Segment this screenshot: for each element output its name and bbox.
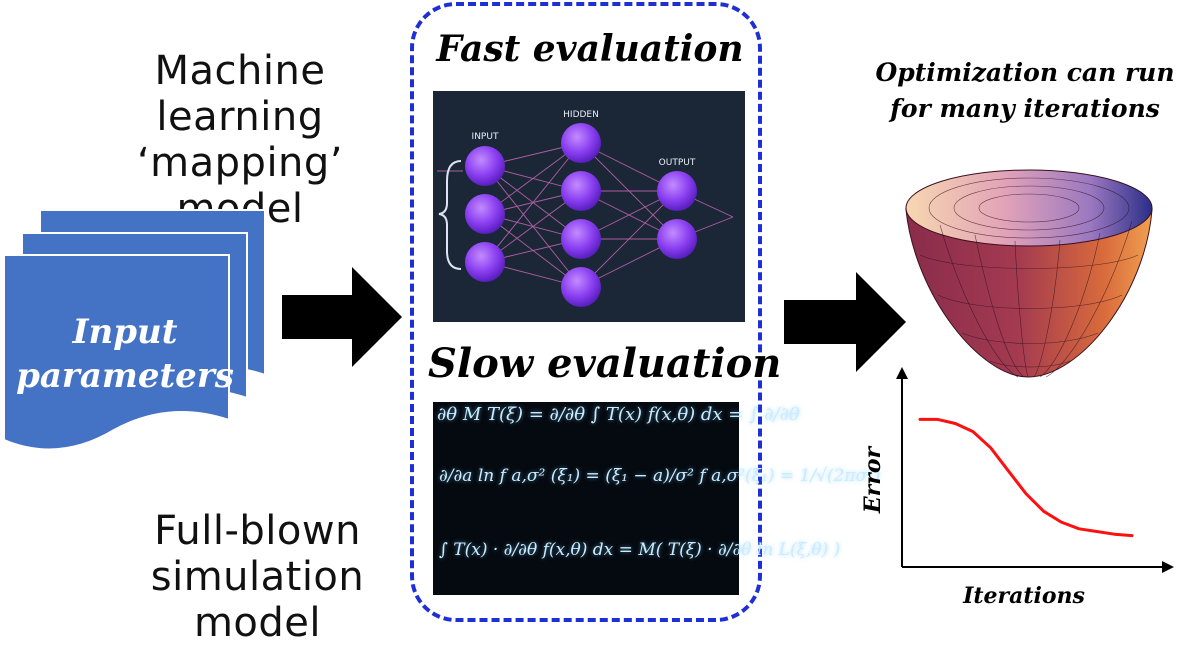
nn-output-label: OUTPUT [659, 158, 696, 168]
equation-line-1: ∂θ M T(ξ) = ∂/∂θ ∫ T(x) f(x,θ) dx = ∫ ∂/… [437, 404, 800, 425]
evaluation-group-box [410, 2, 762, 622]
arrow-right-icon [282, 267, 402, 367]
y-axis-arrow-icon [896, 367, 908, 379]
simulation-model-label: Full-blown simulation model [150, 508, 365, 646]
chart-xlabel: Iterations [962, 583, 1085, 609]
equation-line-3: ∫ T(x) · ∂/∂θ f(x,θ) dx = M( T(ξ) · ∂/∂θ… [439, 540, 841, 560]
neural-network-image: INPUT HIDDEN OUTPUT [433, 91, 745, 322]
chart-ylabel: Error [860, 445, 886, 514]
error-chart: Error Iterations [860, 367, 1174, 609]
error-curve-line [918, 417, 1134, 538]
equations-image: ∂θ M T(ξ) = ∂/∂θ ∫ T(x) f(x,θ) dx = ∫ ∂/… [433, 402, 881, 595]
ml-model-label: Machine learning ‘mapping’ model [136, 48, 344, 232]
neural-network-diagram: INPUT HIDDEN OUTPUT [437, 110, 734, 307]
input-documents-icon [3, 209, 266, 451]
nn-input-label: INPUT [472, 132, 499, 142]
equation-line-2: ∂/∂a ln f a,σ² (ξ₁) = (ξ₁ − a)/σ² f a,σ²… [439, 466, 881, 486]
slow-evaluation-title: Slow evaluation [428, 340, 782, 387]
input-parameters-label: Input parameters [16, 312, 234, 396]
fast-evaluation-title: Fast evaluation [436, 28, 744, 70]
error-surface-bowl-icon [905, 169, 1153, 378]
optimization-note: Optimization can run for many iterations [875, 58, 1175, 123]
nn-hidden-label: HIDDEN [563, 110, 599, 120]
arrow-right-icon [784, 272, 906, 372]
x-axis-arrow-icon [1162, 561, 1174, 573]
